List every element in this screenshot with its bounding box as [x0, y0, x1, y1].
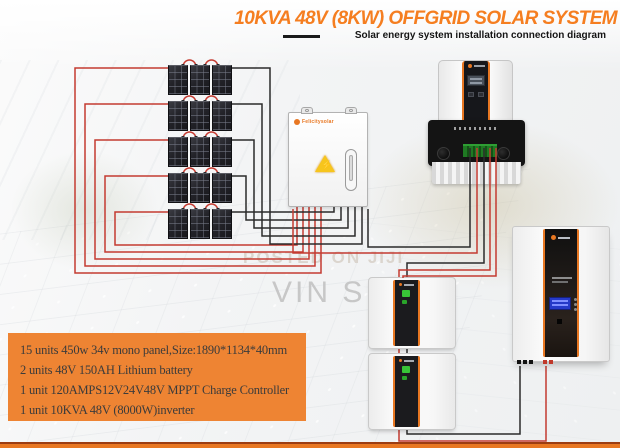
breaker-handle: [345, 149, 357, 191]
dc-terminal-positive: [543, 360, 547, 364]
solar-panel: [168, 209, 188, 239]
solar-panel: [190, 137, 210, 167]
terminal-label-icons: [454, 127, 498, 130]
inverter: [512, 226, 610, 364]
solar-panel: [212, 173, 232, 203]
solar-panel: [168, 173, 188, 203]
spec-line-inverter: 1 unit 10KVA 48V (8000W)inverter: [20, 403, 195, 417]
battery-status-led: [402, 376, 407, 380]
mounting-tab: [301, 107, 313, 114]
brand-logo: [551, 235, 570, 240]
green-terminal-block: [463, 144, 497, 157]
model-text: [552, 281, 568, 283]
inverter-lcd-display: [549, 297, 571, 310]
solar-panel: [168, 137, 188, 167]
brand-logo: [399, 283, 414, 286]
brand-logo: [399, 359, 414, 362]
controller-button: [468, 92, 474, 97]
solar-panel: [190, 173, 210, 203]
solar-panel: [212, 209, 232, 239]
page-title: 10KVA 48V (8KW) OFFGRID SOLAR SYSTEM: [234, 8, 617, 29]
inverter-front-panel: [543, 229, 579, 357]
dc-terminal-negative: [529, 360, 533, 364]
dc-terminal-positive: [549, 360, 553, 364]
solar-panel: [190, 209, 210, 239]
controller-lcd-display: [467, 75, 485, 86]
cable-gland: [497, 147, 510, 160]
pv-combiner-box: Felicitysolar ⚡: [288, 107, 368, 207]
page-subtitle: Solar energy system installation connect…: [354, 30, 606, 41]
solar-panel: [212, 101, 232, 131]
dc-terminal-negative: [523, 360, 527, 364]
cable-gland: [437, 147, 450, 160]
controller-button: [478, 92, 484, 97]
brand-logo-icon: [468, 64, 472, 68]
usb-port: [557, 319, 562, 324]
battery-status-led: [402, 300, 407, 304]
brand-logo-text: [474, 65, 485, 67]
battery-front-panel: [393, 280, 420, 346]
mounting-tab: [345, 107, 357, 114]
spec-list-box: 15 units 450w 34v mono panel,Size:1890*1…: [8, 333, 306, 421]
spec-line-battery: 2 units 48V 150AH Lithium battery: [20, 363, 193, 377]
battery-front-panel: [393, 356, 420, 427]
subtitle-dash: [283, 35, 320, 38]
high-voltage-warning-icon: ⚡: [315, 155, 335, 172]
spec-line-panels: 15 units 450w 34v mono panel,Size:1890*1…: [20, 343, 288, 357]
brand-logo-text: Felicitysolar: [302, 119, 334, 125]
controller-front-panel: [462, 61, 490, 123]
brand-logo-icon: [294, 119, 300, 125]
solar-panel: [168, 65, 188, 95]
solar-panel: [212, 137, 232, 167]
solar-panel: [190, 65, 210, 95]
battery-soc-led: [402, 366, 410, 373]
inverter-buttons: [574, 298, 577, 313]
battery-soc-led: [402, 290, 410, 297]
lithium-battery-1: [368, 277, 456, 349]
solar-panel: [168, 101, 188, 131]
solar-panel: [190, 101, 210, 131]
spec-line-controller: 1 unit 120AMPS12V24V48V MPPT Charge Cont…: [20, 383, 289, 397]
brand-logo: Felicitysolar: [294, 119, 334, 125]
watermark-vendor: VIN S: [272, 276, 366, 309]
bottom-accent-bar: [0, 442, 620, 448]
solar-panel: [212, 65, 232, 95]
model-text: [552, 277, 572, 279]
dc-terminal-negative: [517, 360, 521, 364]
controller-body: [438, 60, 513, 124]
lithium-battery-2: [368, 353, 456, 430]
